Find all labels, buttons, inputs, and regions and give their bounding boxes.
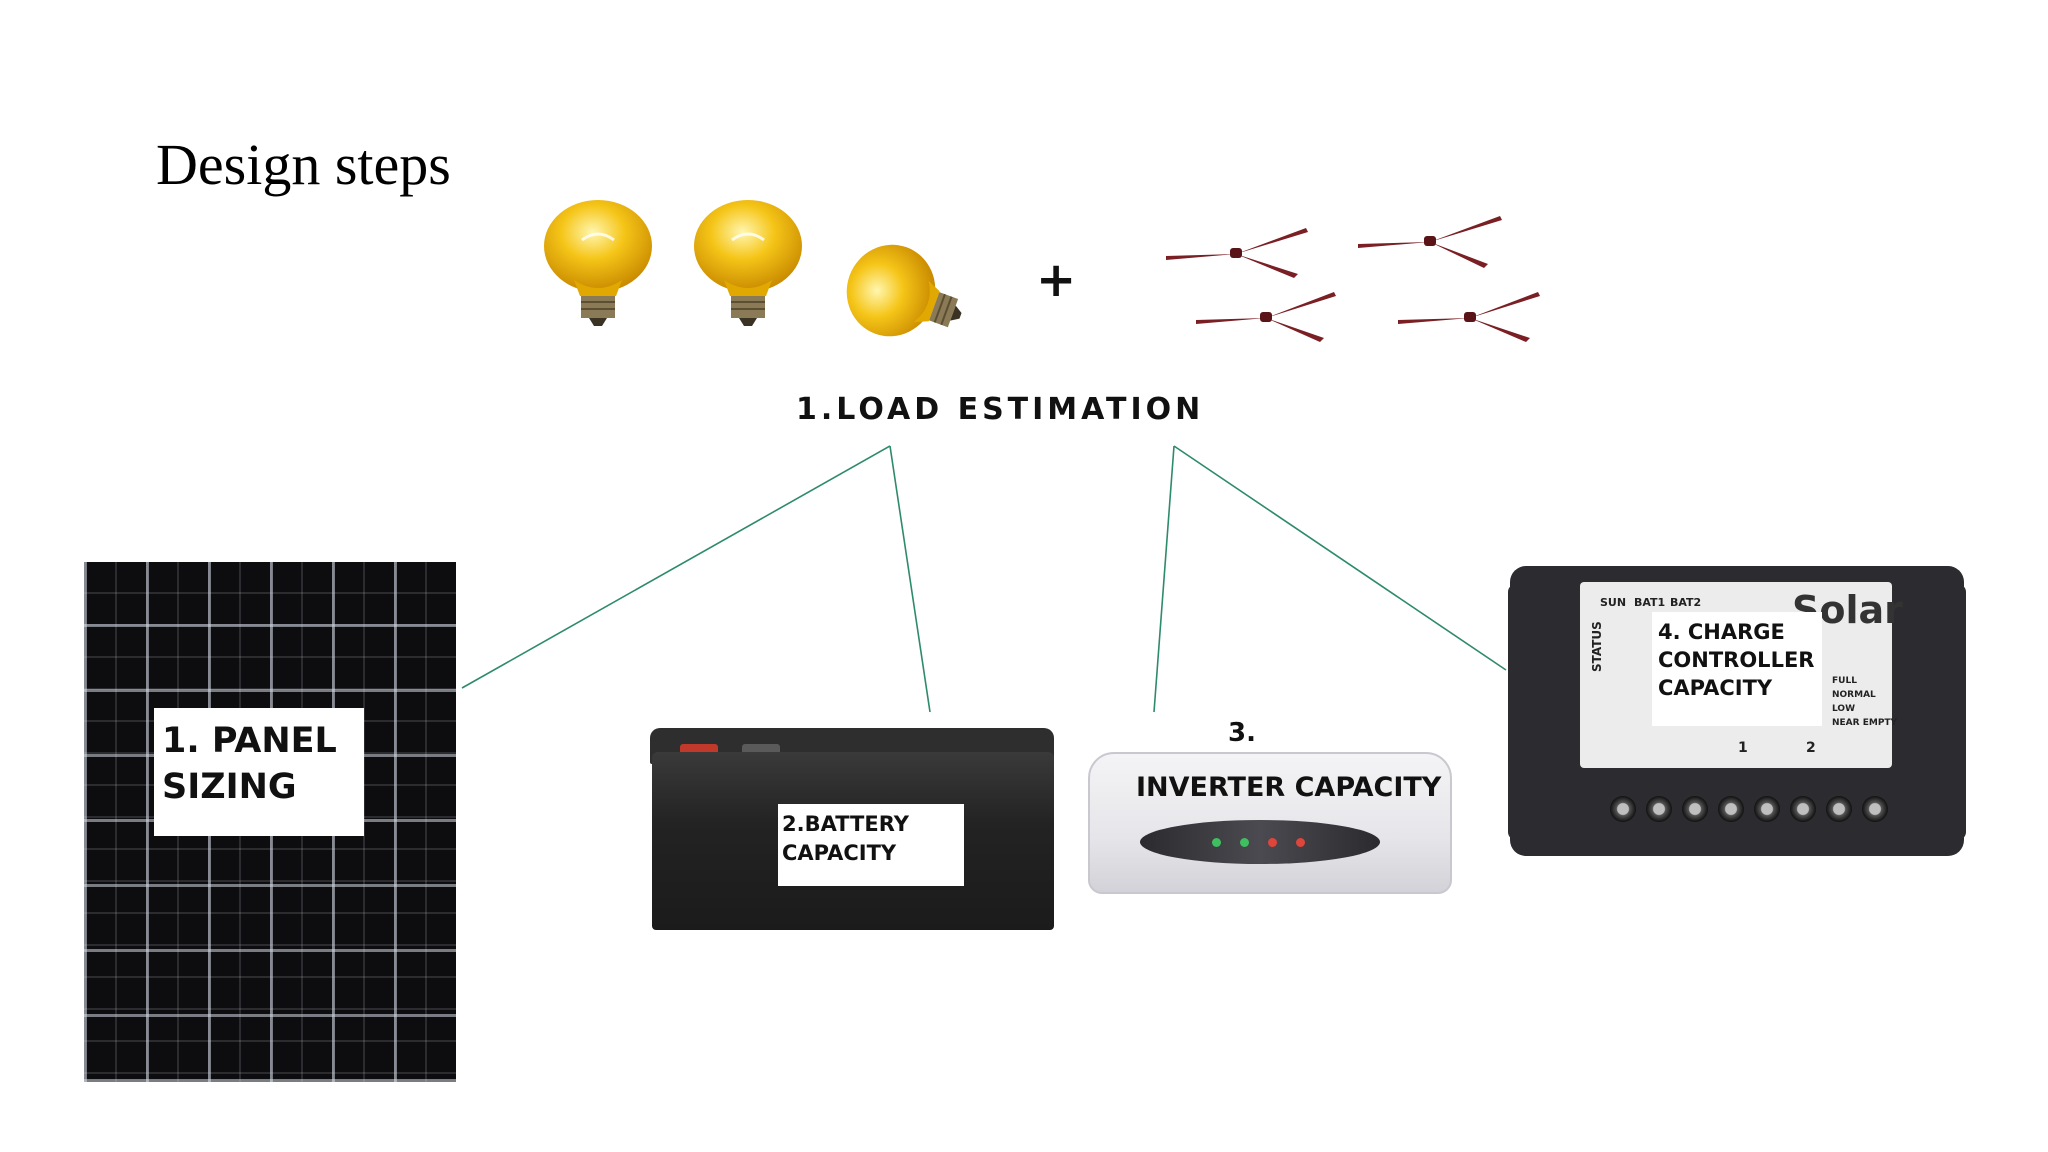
connector-line-controller xyxy=(1173,445,1507,671)
slide-title: Design steps xyxy=(156,132,451,197)
light-bulb-icon xyxy=(694,200,802,326)
battery-level-label: NEAR EMPTY xyxy=(1832,718,1898,728)
connector-line-panel xyxy=(461,445,891,689)
ceiling-fan-icon xyxy=(1196,292,1336,342)
inverter-display-panel xyxy=(1140,820,1380,864)
terminal-screw-icon xyxy=(1754,796,1780,822)
load-estimation-label: 1.LOAD ESTIMATION xyxy=(796,392,1205,427)
status-led-icon xyxy=(1240,838,1249,847)
port-2-label: 2 xyxy=(1806,740,1816,756)
battery-level-label: LOW xyxy=(1832,704,1855,714)
terminal-screw-icon xyxy=(1682,796,1708,822)
battery-level-label: NORMAL xyxy=(1832,690,1876,700)
indicator-label: SUN xyxy=(1600,596,1627,609)
charge-controller-capacity-label: 4. CHARGE CONTROLLER CAPACITY xyxy=(1652,612,1822,726)
light-bulb-icon xyxy=(544,200,652,326)
panel-sizing-label: 1. PANEL SIZING xyxy=(154,708,364,836)
terminal-screw-icon xyxy=(1826,796,1852,822)
connector-line-battery xyxy=(889,445,931,713)
ceiling-fan-icon xyxy=(1358,216,1502,268)
ceiling-fan-icon xyxy=(1166,228,1308,278)
status-led-icon xyxy=(1212,838,1221,847)
status-led-icon xyxy=(1296,838,1305,847)
inverter-capacity-label: INVERTER CAPACITY xyxy=(1136,772,1442,803)
terminal-screw-icon xyxy=(1646,796,1672,822)
terminal-screw-icon xyxy=(1718,796,1744,822)
indicator-label: BAT1 xyxy=(1634,596,1666,609)
connector-line-inverter xyxy=(1153,445,1175,713)
ceiling-fan-icon xyxy=(1398,292,1540,342)
port-1-label: 1 xyxy=(1738,740,1748,756)
battery-capacity-label: 2.BATTERY CAPACITY xyxy=(778,804,964,886)
indicator-label: BAT2 xyxy=(1670,596,1702,609)
inverter-step-number: 3. xyxy=(1228,718,1256,748)
terminal-screw-icon xyxy=(1610,796,1636,822)
status-led-icon xyxy=(1268,838,1277,847)
battery-level-label: FULL xyxy=(1832,676,1857,686)
light-bulb-icon xyxy=(846,244,962,337)
terminal-screw-icon xyxy=(1790,796,1816,822)
status-label: STATUS xyxy=(1590,621,1604,672)
terminal-screw-icon xyxy=(1862,796,1888,822)
plus-sign: + xyxy=(1036,252,1077,308)
